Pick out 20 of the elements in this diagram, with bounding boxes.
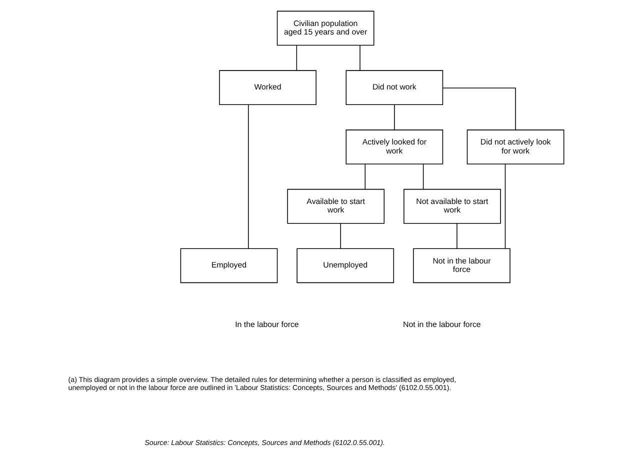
connector	[247, 104, 248, 250]
connector	[422, 164, 424, 190]
connector	[364, 164, 366, 190]
node-box: Unemployed	[296, 248, 394, 284]
connector	[456, 223, 457, 249]
connector	[442, 88, 516, 130]
node-box: Not in the labour force	[412, 248, 510, 284]
node-box: Employed	[180, 248, 278, 284]
connector	[359, 44, 360, 71]
node-box: Did not actively look for work	[466, 130, 564, 164]
node-box: Did not work	[345, 70, 443, 105]
node-box: Civilian population aged 15 years and over	[276, 10, 374, 46]
node-box: Actively looked for work	[345, 130, 443, 164]
node-box: Not available to start work	[403, 188, 500, 224]
node-box: Worked	[218, 70, 316, 105]
connector	[504, 164, 506, 249]
node-box: Available to start work	[286, 188, 384, 224]
label: In the labour force	[234, 320, 298, 330]
connector	[296, 44, 297, 71]
label: Not in the labour force	[402, 320, 480, 330]
